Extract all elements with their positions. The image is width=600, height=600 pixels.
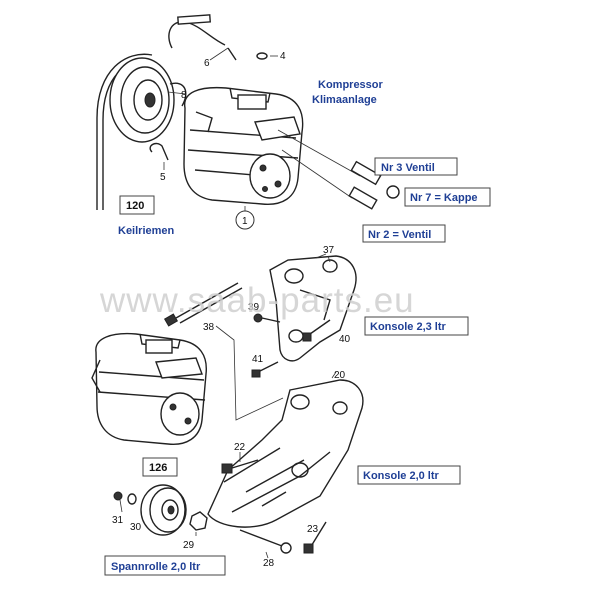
bolt-28-drawing — [239, 529, 292, 559]
part-number-30: 30 — [130, 522, 142, 533]
watermark-text: www.saab-parts.eu — [99, 281, 415, 320]
part-number-40: 40 — [339, 334, 351, 345]
compressor-top-drawing — [183, 86, 304, 205]
leader-lines-middle — [215, 255, 331, 421]
bolt-39-drawing — [253, 313, 281, 323]
bolt-40-drawing — [302, 319, 331, 342]
callout-1: 1 — [235, 210, 255, 230]
box-126-text: 126 — [149, 462, 167, 474]
bracket-23-drawing — [269, 253, 357, 362]
part-number-22: 22 — [234, 442, 246, 453]
pulley-clutch-drawing — [109, 57, 187, 143]
part-number-29: 29 — [183, 540, 195, 551]
box-120-text: 120 — [126, 200, 144, 212]
klimaanlage-label: Klimaanlage — [312, 94, 377, 106]
bolt-22-drawing — [221, 452, 259, 474]
bracket-20-drawing — [207, 371, 364, 528]
part-number-41: 41 — [252, 354, 264, 365]
box-120: 120 — [119, 195, 155, 215]
nr7-label-box: Nr 7 = Kappe — [404, 187, 491, 207]
long-bolt-38-drawing — [163, 282, 243, 327]
bolt-23-drawing — [303, 521, 327, 554]
clip-5-drawing — [149, 142, 169, 161]
compressor-lower-drawing — [91, 332, 207, 445]
part-number-5: 5 — [160, 172, 166, 183]
leader-lines-top — [163, 47, 278, 212]
box-126: 126 — [142, 457, 178, 477]
nr3-label-box: Nr 3 Ventil — [374, 157, 458, 176]
part-number-39: 39 — [248, 302, 260, 313]
part-number-20: 20 — [334, 370, 346, 381]
part-number-6: 6 — [204, 58, 210, 69]
spannrolle-label-box: Spannrolle 2,0 ltr — [104, 555, 226, 576]
nr7-label: Nr 7 = Kappe — [410, 192, 478, 204]
part-number-28: 28 — [263, 558, 275, 569]
kompressor-label: Kompressor — [318, 79, 384, 91]
part-number-1: 1 — [242, 216, 248, 227]
bolt-41-drawing — [251, 361, 279, 378]
nut-29-drawing — [189, 511, 208, 536]
tension-pulley-drawing — [140, 484, 187, 536]
part-number-38: 38 — [203, 322, 215, 333]
part-number-23: 23 — [307, 524, 319, 535]
part-number-4: 4 — [280, 51, 286, 62]
washer-30-drawing — [127, 493, 137, 505]
nr2-label-box: Nr 2 = Ventil — [362, 224, 446, 243]
konsole23-label: Konsole 2,3 ltr — [370, 321, 447, 333]
spannrolle-label: Spannrolle 2,0 ltr — [111, 561, 201, 573]
konsole23-label-box: Konsole 2,3 ltr — [364, 316, 469, 336]
nr3-label: Nr 3 Ventil — [381, 162, 435, 174]
keilriemen-label: Keilriemen — [118, 225, 175, 237]
part-number-31: 31 — [112, 515, 124, 526]
part-number-37: 37 — [323, 245, 335, 256]
sensor-cable-drawing — [168, 14, 268, 61]
konsole20-label-box: Konsole 2,0 ltr — [357, 465, 461, 485]
part-number-8: 8 — [181, 90, 187, 101]
bolt-31-drawing — [113, 491, 123, 513]
nr2-label: Nr 2 = Ventil — [368, 229, 431, 241]
konsole20-label: Konsole 2,0 ltr — [363, 470, 440, 482]
valve-drawing — [277, 129, 400, 210]
